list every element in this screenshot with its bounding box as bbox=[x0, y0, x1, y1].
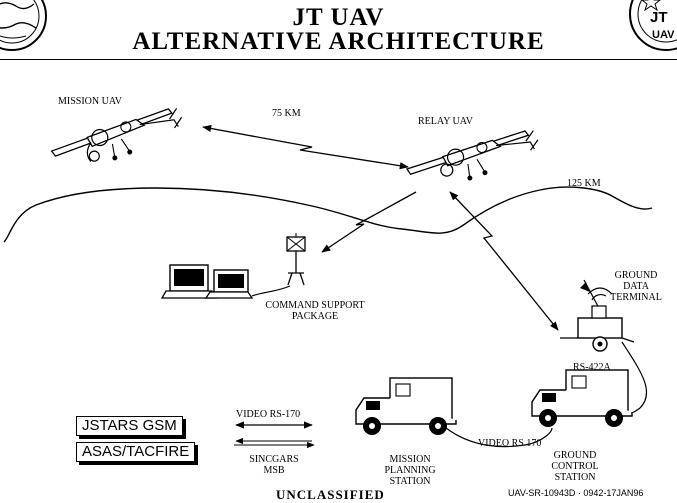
svg-text:JT: JT bbox=[650, 9, 668, 26]
ground-data-terminal-label: GROUND DATA TERMINAL bbox=[600, 270, 672, 303]
ground-control-station-label: GROUND CONTROL STATION bbox=[536, 450, 614, 483]
antenna-icon bbox=[286, 233, 306, 286]
uav-icon bbox=[405, 130, 539, 181]
link-relay-csp bbox=[321, 191, 417, 253]
truck-icon bbox=[531, 369, 633, 427]
mission-planning-station-label: MISSION PLANNING STATION bbox=[370, 454, 450, 487]
csp-line1: COMMAND SUPPORT bbox=[265, 300, 365, 311]
trailer-icon bbox=[560, 279, 635, 352]
uav-icon bbox=[50, 108, 183, 162]
video-rs170-legend-label: VIDEO RS-170 bbox=[236, 409, 301, 420]
link-relay-gdt bbox=[449, 191, 559, 331]
cable-video bbox=[445, 427, 553, 448]
title-rule bbox=[0, 59, 677, 60]
diagram-title-line2: ALTERNATIVE ARCHITECTURE bbox=[132, 28, 545, 55]
gdt-line1: GROUND bbox=[614, 270, 658, 281]
distance-75km-label: 75 KM bbox=[272, 108, 301, 119]
gcs-line2: CONTROL bbox=[551, 461, 599, 472]
relay-uav-label: RELAY UAV bbox=[418, 116, 473, 127]
distance-125km-label: 125 KM bbox=[567, 178, 601, 189]
terrain-line bbox=[3, 186, 653, 243]
sincgars-line1: SINCGARS bbox=[249, 454, 299, 465]
seal-right-icon: JT UAV bbox=[629, 0, 677, 51]
csp-line2: PACKAGE bbox=[291, 311, 339, 322]
truck-icon bbox=[355, 377, 457, 435]
mission-uav-label: MISSION UAV bbox=[58, 96, 122, 107]
gdt-line2: DATA bbox=[623, 281, 649, 292]
sincgars-line2: MSB bbox=[263, 465, 285, 476]
rs422-label: RS-422A bbox=[573, 362, 611, 373]
mps-line1: MISSION bbox=[389, 454, 431, 465]
link-mission-relay bbox=[202, 124, 409, 170]
computer-icon bbox=[160, 264, 291, 299]
gcs-line3: STATION bbox=[554, 472, 596, 483]
gcs-line1: GROUND bbox=[553, 450, 597, 461]
sincgars-msb-label: SINCGARS MSB bbox=[236, 454, 312, 476]
mps-line3: STATION bbox=[389, 476, 431, 487]
jstars-gsm-box: JSTARS GSM bbox=[76, 416, 183, 436]
seal-left-icon bbox=[0, 0, 47, 51]
mps-line2: PLANNING bbox=[384, 465, 436, 476]
svg-text:UAV: UAV bbox=[652, 29, 675, 41]
command-support-package-label: COMMAND SUPPORT PACKAGE bbox=[262, 300, 368, 322]
gdt-line3: TERMINAL bbox=[610, 292, 662, 303]
document-id: UAV-SR-10943D · 0942-17JAN96 bbox=[508, 488, 644, 498]
asas-tacfire-box: ASAS/TACFIRE bbox=[76, 442, 196, 462]
video-rs170-cable-label: VIDEO RS 170 bbox=[478, 438, 542, 449]
diagram-title-line1: JT UAV bbox=[292, 4, 385, 31]
classification-marking: UNCLASSIFIED bbox=[276, 487, 385, 502]
legend-sincgars-arrow bbox=[234, 441, 314, 445]
